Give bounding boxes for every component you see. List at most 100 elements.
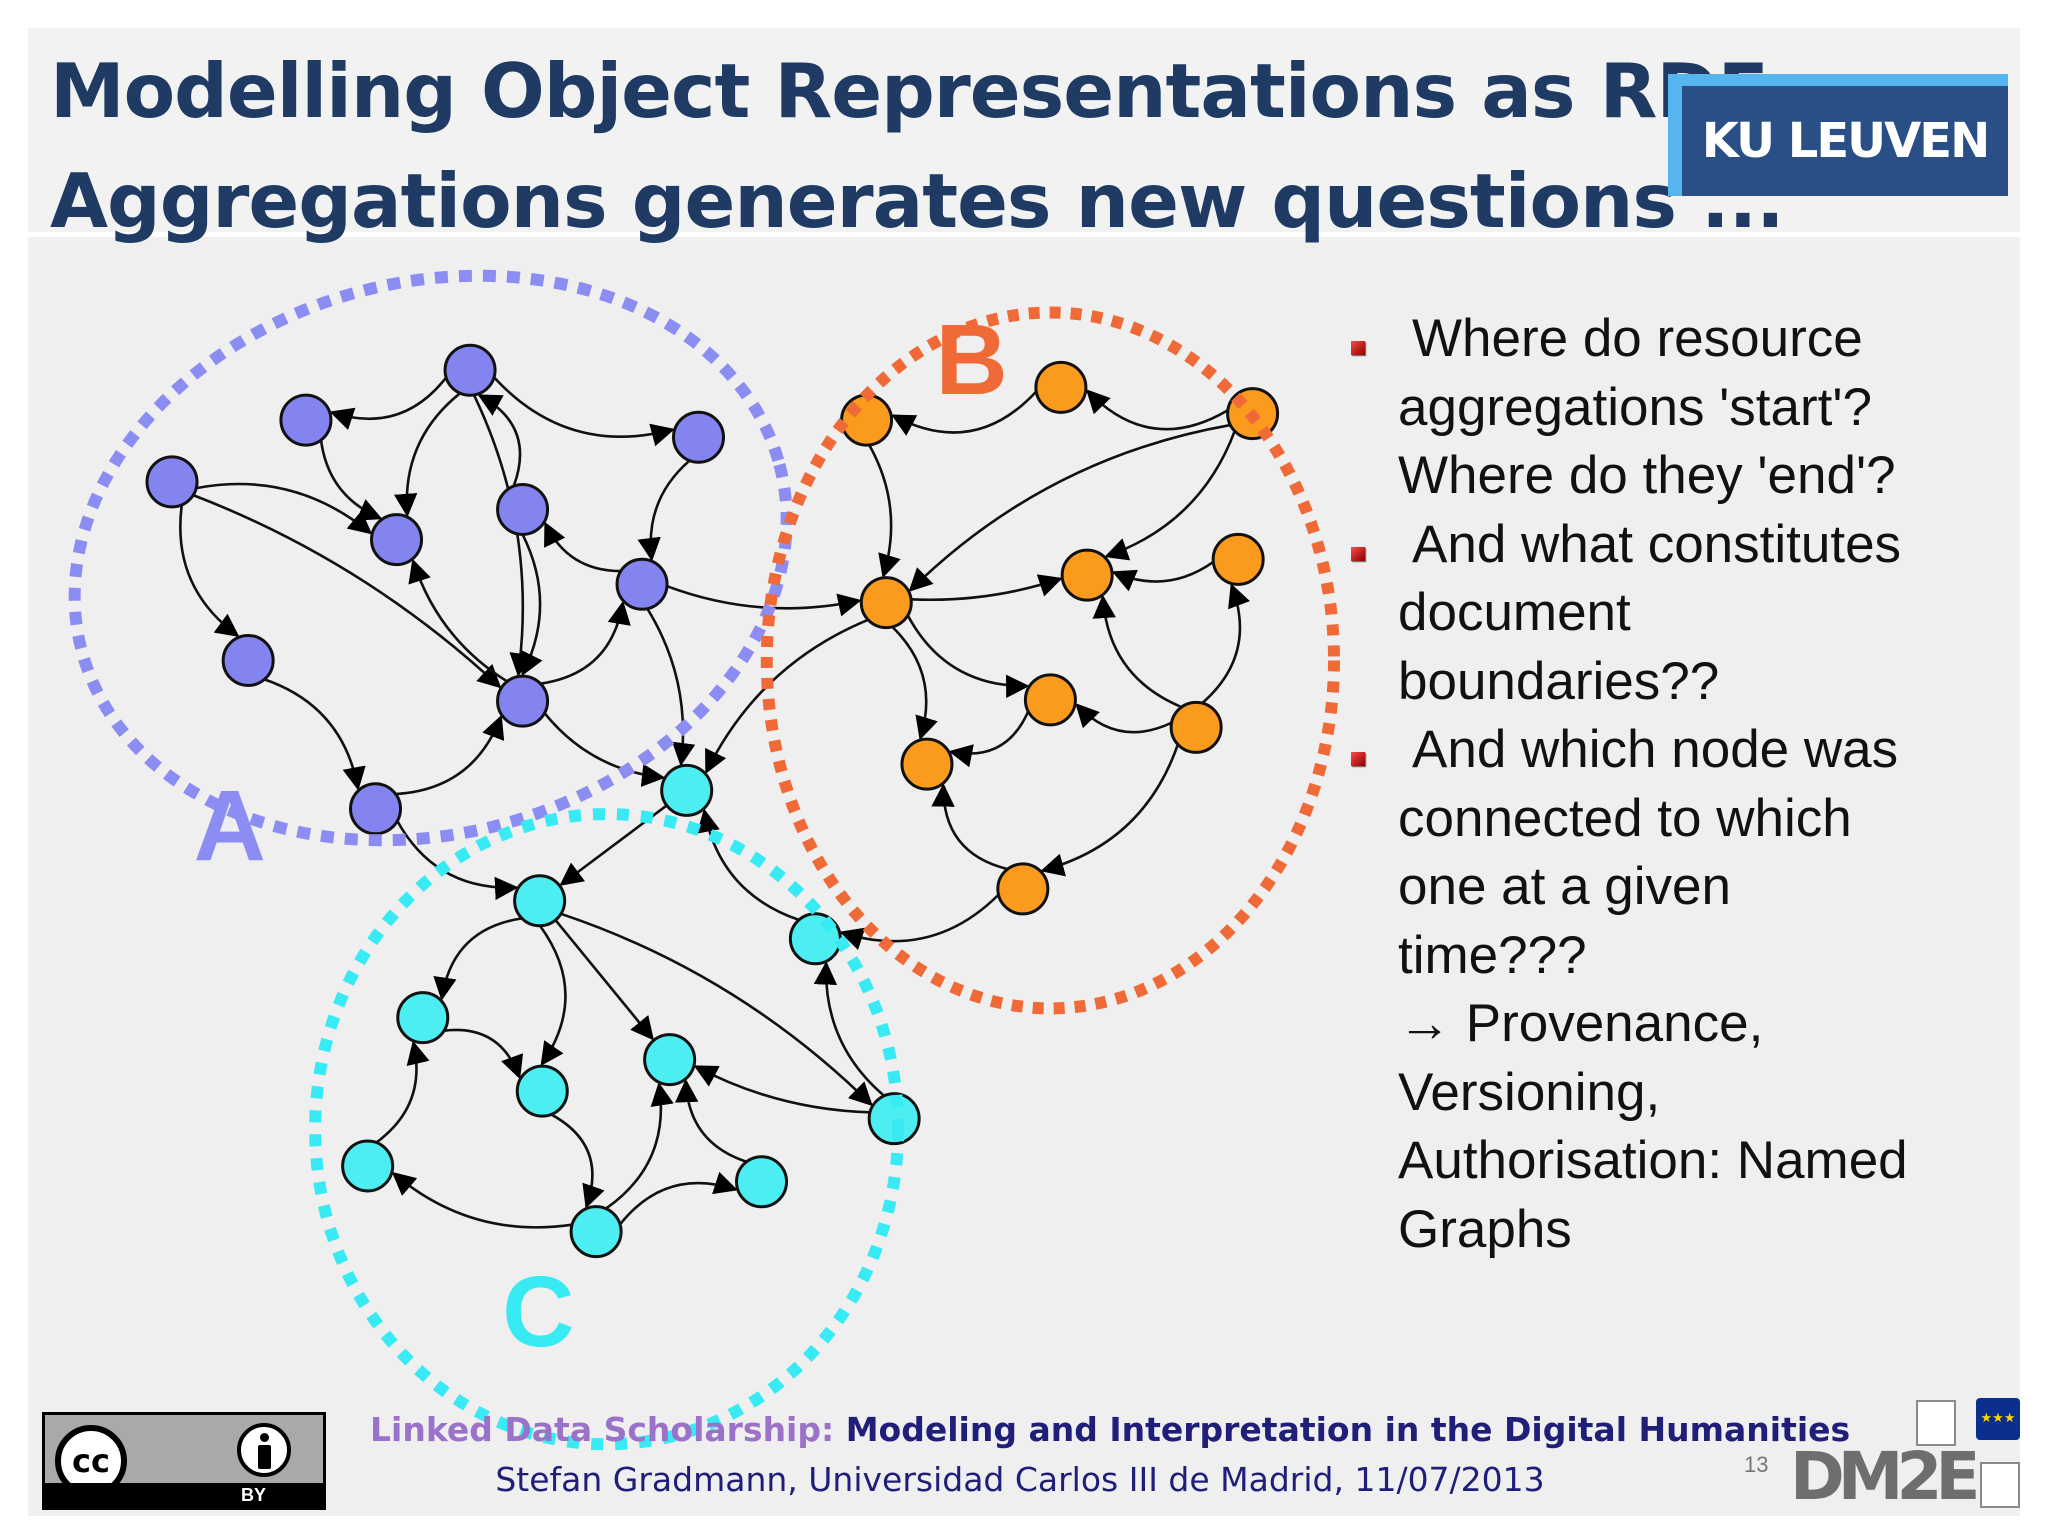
graph-node-b [859, 576, 913, 630]
graph-edge [693, 1065, 871, 1114]
graph-edge [329, 376, 448, 430]
graph-edge [394, 392, 461, 518]
graph-node-b [1060, 548, 1114, 602]
graph-edge [696, 808, 800, 922]
graph-edge [910, 574, 1063, 602]
bullet-line: document [1398, 583, 1631, 642]
footer-series: Linked Data Scholarship: [370, 1410, 835, 1449]
graph-edge [521, 533, 543, 677]
document-icon [1980, 1462, 2020, 1508]
graph-edge [391, 1171, 573, 1229]
graph-edge [493, 376, 675, 447]
attribution-icon [237, 1423, 291, 1477]
graph-edge [948, 710, 1030, 768]
graph-node-a [443, 343, 497, 397]
bullet-line: Where do resource [1412, 309, 1863, 368]
slide-title: Modelling Object Representations as RDF … [50, 36, 1785, 256]
slide-title-line-2: Aggregations generates new questions ... [50, 157, 1785, 245]
graph-edge [443, 1028, 524, 1080]
graph-edge [1201, 583, 1250, 705]
graph-node-a [496, 674, 550, 728]
eu-flag-icon: ★★★ [1976, 1398, 2020, 1440]
graph-node-b [840, 393, 894, 447]
graph-edge [839, 893, 1000, 951]
graph-edge [408, 558, 508, 683]
graph-node-c [660, 763, 714, 817]
graph-edge [646, 608, 696, 767]
bullet-line: → Provenance, [1398, 994, 1764, 1053]
license-by-label: BY [241, 1485, 267, 1505]
ku-leuven-logo: KU LEUVEN [1668, 74, 2008, 196]
footer-course: Modeling and Interpretation in the Digit… [845, 1410, 1851, 1449]
graph-edge [538, 924, 567, 1067]
graph-edge [554, 919, 655, 1041]
cluster-boundary-b [760, 306, 1341, 1015]
bullet-line: one at a given [1398, 857, 1731, 916]
cluster-label-c: C [502, 1256, 574, 1368]
title-divider [28, 232, 2020, 237]
graph-edge [619, 1171, 738, 1226]
graph-edge [1111, 560, 1215, 592]
graph-node-a [279, 393, 333, 447]
graph-edge [319, 439, 383, 521]
graph-node-b [996, 862, 1050, 916]
graph-node-b [1034, 360, 1088, 414]
bullet-line: And which node was [1412, 720, 1899, 779]
graph-node-a [370, 513, 424, 567]
graph-edge [192, 493, 502, 689]
graph-node-b [1169, 700, 1223, 754]
bullet-line: connected to which [1398, 788, 1852, 848]
graph-edge [891, 390, 1038, 436]
graph-edge [1075, 703, 1173, 734]
graph-node-c [643, 1033, 697, 1087]
bullet-line: Authorisation: Named [1398, 1131, 1908, 1190]
graph-edge [891, 625, 938, 741]
graph-edge [813, 961, 885, 1097]
cluster-label-b: B [936, 304, 1008, 416]
bullet-line: Versioning, [1398, 1062, 1661, 1122]
graph-edge [1040, 744, 1180, 877]
bullet-line: aggregations 'start'? [1398, 377, 1872, 437]
footer-author-line: Stefan Gradmann, Universidad Carlos III … [495, 1460, 1545, 1499]
graph-node-a [145, 455, 199, 509]
graph-node-b [1211, 532, 1265, 586]
bullet-item: And which node was connected to which on… [1350, 716, 2010, 1264]
graph-node-c [341, 1139, 395, 1193]
graph-edge [543, 712, 666, 787]
footer-course-title: Linked Data Scholarship: Modeling and In… [370, 1410, 1850, 1449]
graph-edge [868, 444, 901, 579]
graph-edge [544, 521, 621, 573]
graph-edge [1104, 430, 1236, 561]
graph-edge [908, 423, 1231, 592]
page-number: 13 [1744, 1452, 1769, 1477]
graph-node-c [569, 1205, 623, 1259]
bullet-item: Where do resource aggregations 'start'? … [1350, 305, 2010, 511]
bullet-line: And what constitutes [1412, 514, 1902, 574]
graph-edge [179, 504, 240, 637]
bullet-list: Where do resource aggregations 'start'? … [1350, 305, 2010, 1264]
bullet-line: time??? [1398, 925, 1587, 985]
graph-node-b [1023, 673, 1077, 727]
graph-edge [666, 584, 862, 617]
graph-edge [559, 804, 668, 886]
graph-edge [931, 783, 1008, 871]
cluster-boundary-c [309, 808, 905, 1451]
graph-edge [395, 714, 505, 796]
cc-by-license-badge[interactable]: cc BY [42, 1412, 326, 1510]
cluster-boundary-a [68, 269, 793, 847]
graph-node-a [496, 482, 550, 536]
slide-title-line-1: Modelling Object Representations as RDF [50, 47, 1769, 135]
graph-edge [674, 1078, 747, 1163]
graph-edge [705, 618, 869, 775]
graph-node-c [867, 1092, 921, 1146]
bullet-line: Graphs [1398, 1199, 1572, 1259]
graph-node-b [900, 737, 954, 791]
graph-edge [550, 1113, 605, 1209]
graph-edge [605, 1082, 674, 1210]
graph-node-c [515, 1064, 569, 1118]
graph-edge [264, 678, 366, 791]
graph-edge [433, 917, 523, 1001]
graph-node-a [221, 633, 275, 687]
graph-edge [540, 600, 631, 685]
